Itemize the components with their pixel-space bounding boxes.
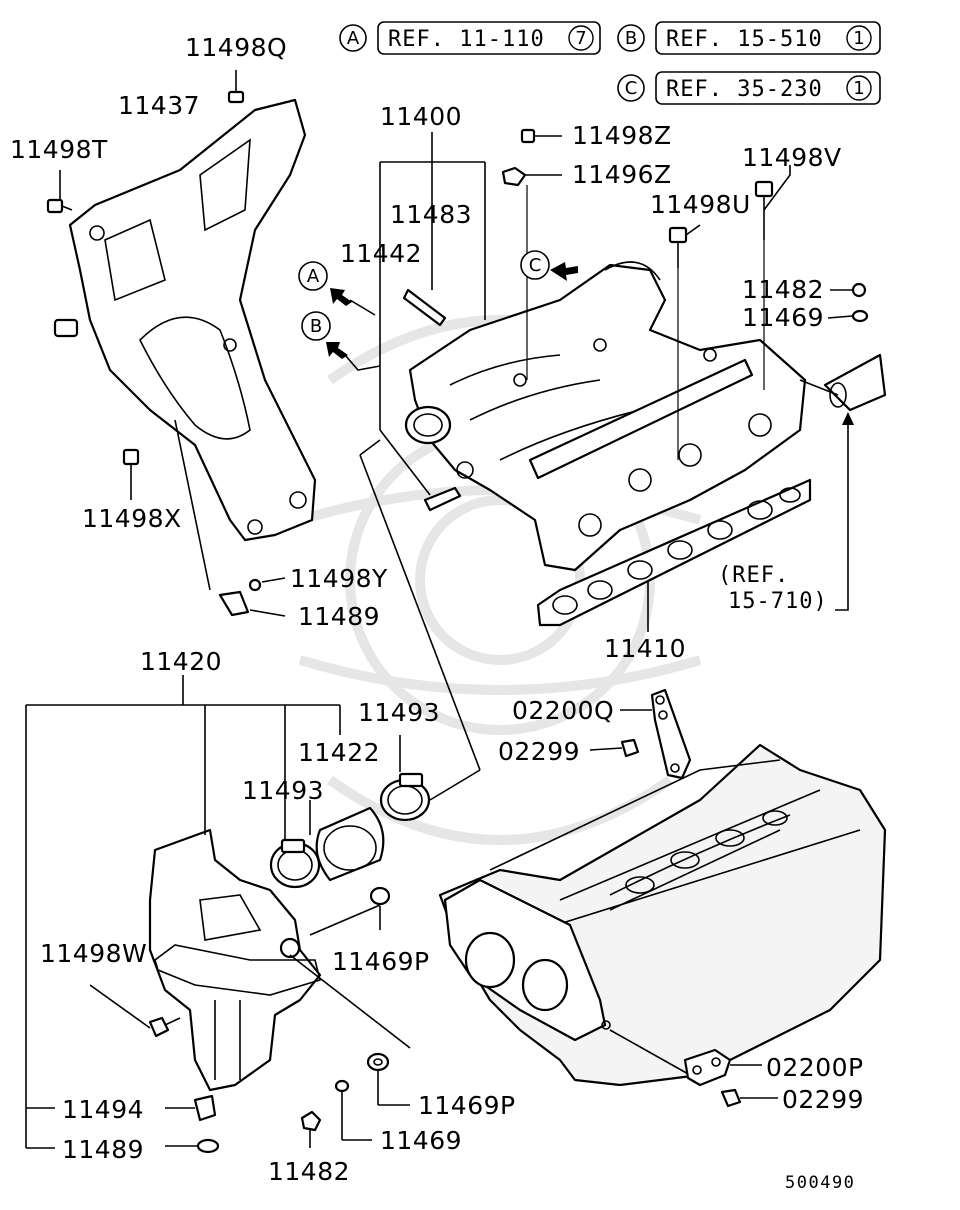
label-11469P-lower: 11469P [418,1091,516,1120]
svg-text:1: 1 [853,28,864,49]
ref-box-c: C REF. 35-230 1 [617,71,881,105]
throttle-body-connector [799,353,887,611]
label-11442: 11442 [340,239,422,268]
label-11400: 11400 [380,102,462,131]
label-11498V: 11498V [742,143,842,172]
label-11498T: 11498T [10,135,108,164]
diagram-code: 500490 [785,1173,855,1193]
clamp-11493-right [379,772,431,822]
svg-text:1: 1 [853,78,864,99]
marker-b: B [301,311,381,371]
ref-box-a: A REF. 11-110 7 [339,21,601,55]
label-11469-top: 11469 [742,303,824,332]
label-02299-top: 02299 [498,737,580,766]
intake-manifold [404,261,807,572]
label-11493-left: 11493 [242,776,324,805]
bracket-11496Z [501,166,562,380]
ref-text-b: REF. 15-510 [666,27,823,52]
nut-11482-bottom [300,1110,322,1148]
label-11437: 11437 [118,91,200,120]
washer-11469-bottom [334,1079,372,1141]
label-11498Y: 11498Y [290,564,388,593]
ref-15-710-line1: (REF. [718,563,789,588]
svg-text:7: 7 [575,28,586,49]
marker-a: A [298,261,376,316]
svg-text:B: B [625,28,637,49]
bolt-11498Z [520,128,562,144]
label-11498Q: 11498Q [185,33,287,62]
bolt-11498U [668,224,701,460]
washer-11469P-upper [309,886,391,936]
svg-text:A: A [347,28,360,49]
bracket-02200Q [620,688,692,780]
cylinder-head [438,743,887,1087]
timing-belt-cover [53,98,317,542]
grommet-11494 [165,1094,217,1122]
label-11498U: 11498U [650,190,751,219]
label-11422: 11422 [298,738,380,767]
label-11498Z: 11498Z [572,121,672,150]
intake-gasket [536,478,812,632]
leader-11420 [25,439,481,1149]
label-11420: 11420 [140,647,222,676]
label-11482-bottom: 11482 [268,1157,350,1186]
bolt-11498W [148,1016,181,1038]
ref-15-710-line2: 15-710) [728,589,828,614]
bolt-02299-bottom [720,1088,778,1108]
nut-11482-top [830,282,867,298]
ref-text-c: REF. 35-230 [666,77,823,102]
ref-box-b: B REF. 15-510 1 [617,21,881,55]
label-11410: 11410 [604,634,686,663]
svg-text:C: C [529,255,542,276]
bracket-02200P [683,1048,762,1087]
label-11489-bottom: 11489 [62,1135,144,1164]
label-02299-bottom: 02299 [782,1085,864,1114]
label-11469P-upper: 11469P [332,947,430,976]
washer-11469-top [827,309,869,323]
ref-text-a: REF. 11-110 [388,27,545,52]
svg-text:B: B [310,316,322,337]
clip-11489-bottom [165,1138,220,1154]
bolt-11498Q [227,70,245,104]
bolt-11498X [122,448,140,500]
bolt-11498T [46,170,73,214]
label-02200P: 02200P [766,1053,864,1082]
clip-11489-top [174,419,286,617]
label-11469-bottom: 11469 [380,1126,462,1155]
svg-text:C: C [625,78,638,99]
bolt-02299-top [589,738,640,758]
leader-11400 [379,132,486,496]
hose-11422 [315,806,385,882]
label-11496Z: 11496Z [572,160,672,189]
air-cleaner [148,828,322,1092]
label-11493-right: 11493 [358,698,440,727]
label-11489-top: 11489 [298,602,380,631]
clamp-11493-left [269,838,321,889]
label-11498W: 11498W [40,939,147,968]
label-11494: 11494 [62,1095,144,1124]
label-11483: 11483 [390,200,472,229]
bolt-11498V [754,165,791,390]
label-02200Q: 02200Q [512,696,614,725]
label-11482-top: 11482 [742,275,824,304]
marker-c: C [520,250,578,281]
svg-text:A: A [307,266,320,287]
label-11498X: 11498X [82,504,182,533]
washer-11469P-lower [366,1052,410,1106]
stud-11442 [402,288,462,512]
